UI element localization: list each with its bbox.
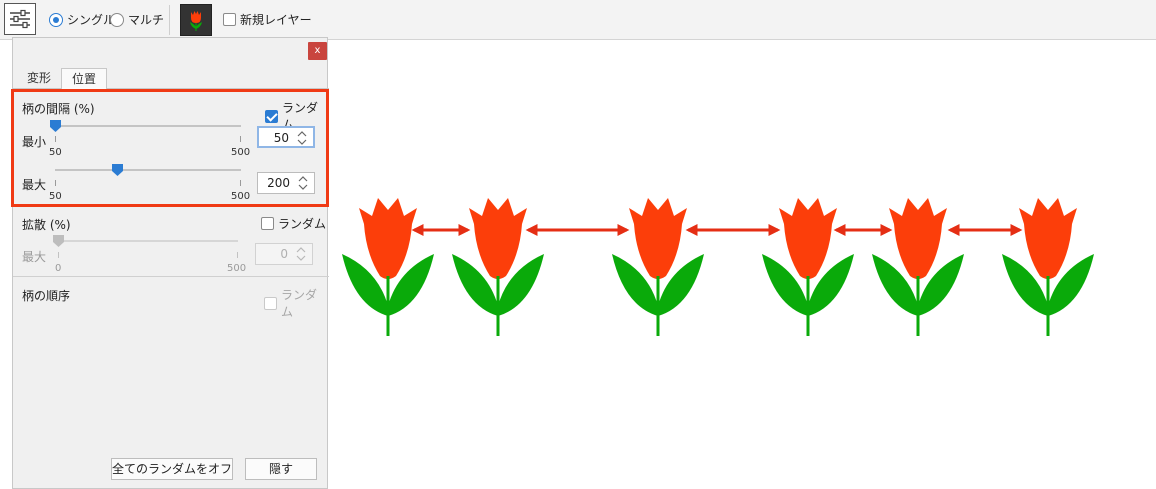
order-random-checkbox[interactable]: ランダム — [264, 286, 327, 320]
tick-mark — [237, 252, 238, 258]
spacing-max-slider-thumb[interactable] — [112, 164, 123, 176]
close-button[interactable]: x — [308, 42, 327, 60]
spacing-min-label: 最小 — [22, 135, 47, 149]
radio-selected-icon — [49, 12, 63, 27]
tick-mark — [240, 136, 241, 142]
spacing-max-label: 最大 — [22, 178, 47, 192]
spacing-max-value: 200 — [267, 176, 290, 190]
pattern-settings-panel: x 変形 位置 柄の間隔 (%) ランダム 最小 50 500 50 最大 50… — [12, 37, 329, 489]
scatter-random-checkbox[interactable]: ランダム — [261, 215, 326, 232]
order-random-label: ランダム — [281, 288, 318, 319]
spacing-max-slider[interactable] — [55, 169, 241, 171]
tick-mark — [58, 252, 59, 258]
tick-mark — [240, 180, 241, 186]
new-layer-checkbox[interactable]: 新規レイヤー — [223, 11, 312, 28]
tulip-pattern — [452, 198, 544, 336]
scatter-max-spinner[interactable]: 0 — [255, 243, 313, 265]
spacing-min-slider-thumb[interactable] — [50, 120, 61, 132]
tulip-pattern — [612, 198, 704, 336]
checkbox-icon — [261, 217, 274, 230]
tick-mark — [55, 136, 56, 142]
top-toolbar: シングル マルチ 新規レイヤー — [0, 0, 1156, 40]
spinner-arrows-icon[interactable] — [294, 174, 312, 192]
spacing-label: 柄の間隔 (%) — [22, 102, 95, 116]
panel-left-gutter — [0, 40, 14, 489]
radio-unselected-icon — [110, 12, 124, 27]
panel-tabs: 変形 位置 — [13, 68, 329, 90]
spacing-min-range-max: 500 — [231, 147, 251, 158]
scatter-max-range-max: 500 — [227, 263, 247, 274]
scatter-max-value: 0 — [280, 247, 288, 261]
tab-transform[interactable]: 変形 — [27, 71, 52, 85]
mode-single-label: シングル — [67, 13, 116, 27]
tab-position[interactable]: 位置 — [61, 68, 108, 90]
new-layer-label: 新規レイヤー — [240, 13, 312, 27]
hide-button[interactable]: 隠す — [245, 458, 317, 480]
tulip-pattern — [342, 198, 434, 336]
scatter-random-label: ランダム — [278, 217, 327, 231]
scatter-label: 拡散 (%) — [22, 218, 71, 232]
section-divider — [13, 276, 329, 277]
drawing-canvas[interactable] — [330, 41, 1156, 489]
settings-icon[interactable] — [4, 3, 36, 35]
scatter-max-range-min: 0 — [55, 263, 62, 274]
tick-mark — [55, 180, 56, 186]
spacing-min-value: 50 — [273, 131, 289, 145]
spacing-max-range-max: 500 — [231, 191, 251, 202]
mode-single-radio[interactable]: シングル — [49, 11, 115, 28]
order-label: 柄の順序 — [22, 289, 71, 303]
spacing-max-spinner[interactable]: 200 — [257, 172, 315, 194]
toolbar-divider — [169, 5, 170, 35]
checkbox-icon — [264, 296, 277, 310]
spacing-highlight-box — [11, 89, 329, 207]
scatter-max-slider[interactable] — [58, 240, 238, 242]
spinner-arrows-icon[interactable] — [293, 129, 311, 147]
checkbox-icon — [223, 13, 236, 26]
brush-preview-tulip-icon[interactable] — [180, 4, 212, 36]
tulip-pattern — [762, 198, 854, 336]
mode-multi-radio[interactable]: マルチ — [110, 11, 164, 28]
spinner-arrows-icon[interactable] — [292, 245, 310, 263]
spacing-min-slider[interactable] — [55, 125, 241, 127]
all-random-off-button[interactable]: 全てのランダムをオフ — [111, 458, 233, 480]
scatter-max-slider-thumb[interactable] — [53, 235, 64, 247]
checkbox-checked-icon — [265, 109, 278, 123]
tulip-pattern — [1002, 198, 1094, 336]
spacing-min-range-min: 50 — [49, 147, 62, 158]
spacing-max-range-min: 50 — [49, 191, 62, 202]
scatter-max-label: 最大 — [22, 250, 47, 264]
tulip-pattern — [872, 198, 964, 336]
mode-multi-label: マルチ — [128, 13, 165, 27]
spacing-min-spinner[interactable]: 50 — [257, 126, 315, 148]
